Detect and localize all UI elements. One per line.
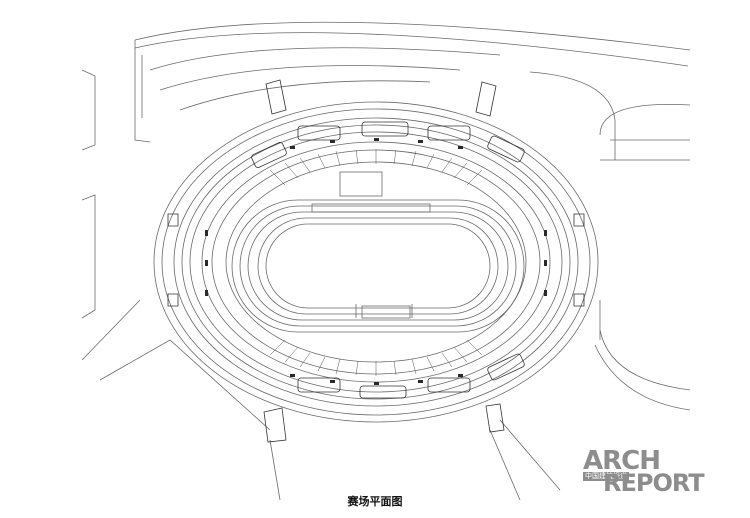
seating-tiers (269, 149, 483, 376)
figure-caption: 赛场平面图 (347, 495, 403, 508)
site-roads (81, 21, 691, 500)
running-track (231, 199, 525, 333)
logo-line2: REPORT (603, 469, 705, 497)
entrance-stairs (167, 79, 585, 443)
stadium-floor-plan (81, 21, 691, 500)
vomitory-markers (205, 138, 547, 385)
lower-pavilions (297, 353, 525, 399)
logo-line1: ARCH (583, 446, 661, 476)
arch-report-logo: ARCH 中国建筑报道 REPORT (583, 448, 743, 498)
upper-pavilions (251, 121, 525, 168)
logo-chinese: 中国建筑报道 (583, 472, 629, 481)
center-structures (311, 171, 431, 319)
